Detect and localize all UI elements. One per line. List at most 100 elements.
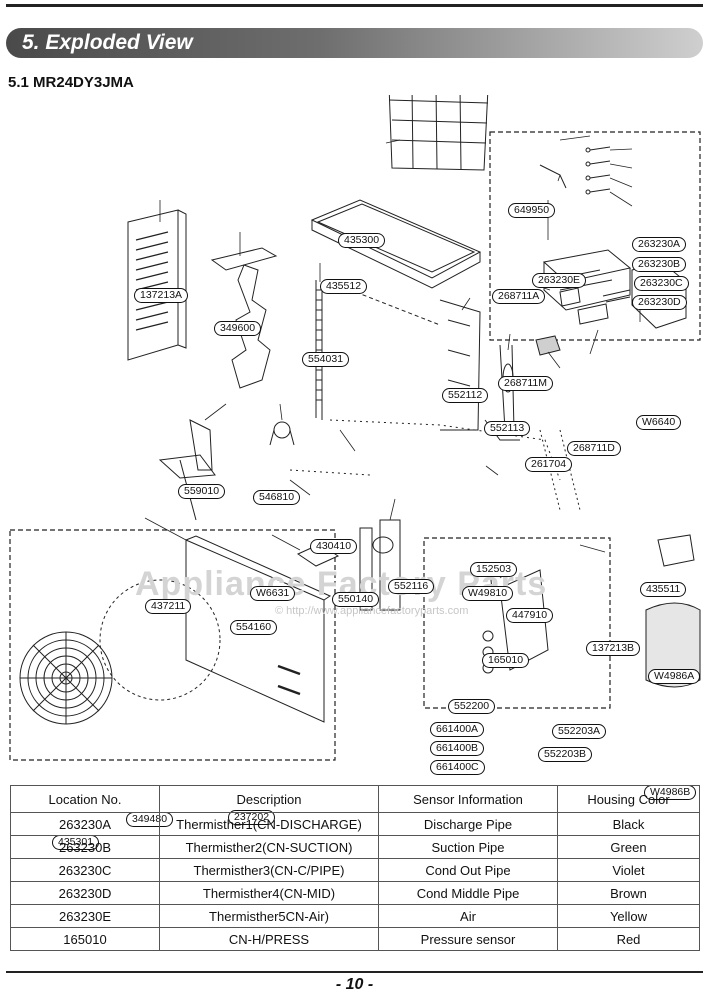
callout-661400A: 661400A — [430, 722, 485, 737]
thermistor-wires-drawing — [539, 146, 611, 195]
table-row: 165010 CN-H/PRESS Pressure sensor Red — [10, 927, 700, 951]
motor-bracket-drawing — [210, 247, 278, 389]
callout-W6640: W6640 — [636, 415, 682, 430]
table-cell: Thermisther4(CN-MID) — [159, 881, 379, 905]
section-banner: 5. Exploded View — [6, 28, 703, 58]
rear-grille-drawing — [388, 95, 489, 171]
fan-guard-drawing — [19, 631, 113, 725]
compressor-drawing — [359, 519, 401, 611]
table-cell: Brown — [557, 881, 700, 905]
callout-661400C: 661400C — [430, 760, 485, 775]
callout-546810: 546810 — [253, 490, 301, 505]
callout-137213A: 137213A — [134, 288, 189, 303]
callout-152503: 152503 — [470, 562, 518, 577]
table-cell: Thermisther5CN-Air) — [159, 904, 379, 928]
column-header: Location No. — [10, 785, 160, 813]
fan-blade-drawing — [158, 419, 216, 479]
table-cell: 263230C — [10, 858, 160, 882]
sensor-parts-table: Location No. Description Sensor Informat… — [10, 785, 700, 951]
table-cell: 263230A — [10, 812, 160, 836]
bottom-rule — [6, 971, 703, 973]
table-cell: Green — [557, 835, 700, 859]
callout-268711A: 268711A — [492, 289, 546, 304]
callout-554160: 554160 — [230, 620, 278, 635]
callout-W6631: W6631 — [250, 586, 296, 601]
callout-263230D: 263230D — [632, 295, 687, 310]
exploded-view-diagram: Appliance Factory Parts © http://www.app… — [0, 95, 709, 850]
table-cell: 263230D — [10, 881, 160, 905]
table-row: 263230D Thermisther4(CN-MID) Cond Middle… — [10, 881, 700, 905]
callout-552116: 552116 — [388, 579, 435, 594]
table-cell: Thermisther3(CN-C/PIPE) — [159, 858, 379, 882]
callout-435300: 435300 — [338, 233, 386, 248]
callout-263230A: 263230A — [632, 237, 687, 252]
table-cell: Black — [557, 812, 700, 836]
model-title: 5.1 MR24DY3JMA — [8, 74, 134, 91]
callout-137213B: 137213B — [586, 641, 641, 656]
table-cell: 263230E — [10, 904, 160, 928]
callout-268711M: 268711M — [498, 376, 554, 391]
table-cell: Suction Pipe — [378, 835, 558, 859]
page-number: - 10 - — [335, 976, 374, 993]
table-header-row: Location No. Description Sensor Informat… — [10, 785, 700, 813]
callout-W4986A: W4986A — [648, 669, 701, 684]
callout-550140: 550140 — [332, 592, 380, 607]
side-panel-drawing — [127, 209, 187, 361]
callout-554031: 554031 — [302, 352, 350, 367]
callout-W49810: W49810 — [462, 586, 514, 601]
callout-437211: 437211 — [145, 599, 192, 614]
cabinet-drawing — [439, 299, 481, 431]
table-row: 263230A Thermisther1(CN-DISCHARGE) Disch… — [10, 812, 700, 836]
fan-motor-drawing — [269, 421, 295, 446]
callout-559010: 559010 — [178, 484, 226, 499]
compressor-jacket-drawing — [645, 534, 701, 688]
table-cell: Yellow — [557, 904, 700, 928]
table-row: 263230C Thermisther3(CN-C/PIPE) Cond Out… — [10, 858, 700, 882]
top-cover-drawing — [310, 199, 482, 289]
callout-263230B: 263230B — [632, 257, 687, 272]
table-row: 263230E Thermisther5CN-Air) Air Yellow — [10, 904, 700, 928]
column-header: Sensor Information — [378, 785, 558, 813]
group-outlines — [9, 131, 701, 761]
callout-165010: 165010 — [482, 653, 530, 668]
callout-649950: 649950 — [508, 203, 556, 218]
column-header: Housing Color — [557, 785, 700, 813]
callout-552112: 552112 — [442, 388, 489, 403]
table-cell: 263230B — [10, 835, 160, 859]
reactor-drawing — [535, 335, 561, 356]
callout-435512: 435512 — [320, 279, 368, 294]
callout-552203A: 552203A — [552, 724, 607, 739]
table-cell: Air — [378, 904, 558, 928]
callout-552203B: 552203B — [538, 747, 593, 762]
callout-552113: 552113 — [484, 421, 531, 436]
propeller-fan-drawing — [99, 579, 221, 701]
table-cell: Cond Middle Pipe — [378, 881, 558, 905]
leader-lines — [144, 135, 641, 579]
callout-661400B: 661400B — [430, 741, 485, 756]
callout-430410: 430410 — [310, 539, 358, 554]
table-cell: Cond Out Pipe — [378, 858, 558, 882]
callout-447910: 447910 — [506, 608, 554, 623]
table-cell: Thermisther2(CN-SUCTION) — [159, 835, 379, 859]
front-panel-drawing — [185, 535, 332, 723]
table-cell: CN-H/PRESS — [159, 927, 379, 951]
table-row: 263230B Thermisther2(CN-SUCTION) Suction… — [10, 835, 700, 859]
table-cell: 165010 — [10, 927, 160, 951]
callout-349600: 349600 — [214, 321, 262, 336]
heat-exchanger-drawing — [315, 280, 441, 420]
diagram-drawing — [9, 95, 701, 761]
column-header: Description — [159, 785, 379, 813]
watermark-url: © http://www.appliancefactoryparts.com — [275, 605, 469, 617]
table-cell: Discharge Pipe — [378, 812, 558, 836]
table-cell: Pressure sensor — [378, 927, 558, 951]
callout-263230C: 263230C — [634, 276, 689, 291]
callout-435511: 435511 — [640, 582, 687, 597]
table-cell: Red — [557, 927, 700, 951]
table-cell: Violet — [557, 858, 700, 882]
top-rule — [6, 4, 703, 7]
callout-261704: 261704 — [525, 457, 573, 472]
table-cell: Thermisther1(CN-DISCHARGE) — [159, 812, 379, 836]
callout-263230E: 263230E — [532, 273, 587, 288]
callout-552200: 552200 — [448, 699, 496, 714]
callout-268711D: 268711D — [567, 441, 621, 456]
